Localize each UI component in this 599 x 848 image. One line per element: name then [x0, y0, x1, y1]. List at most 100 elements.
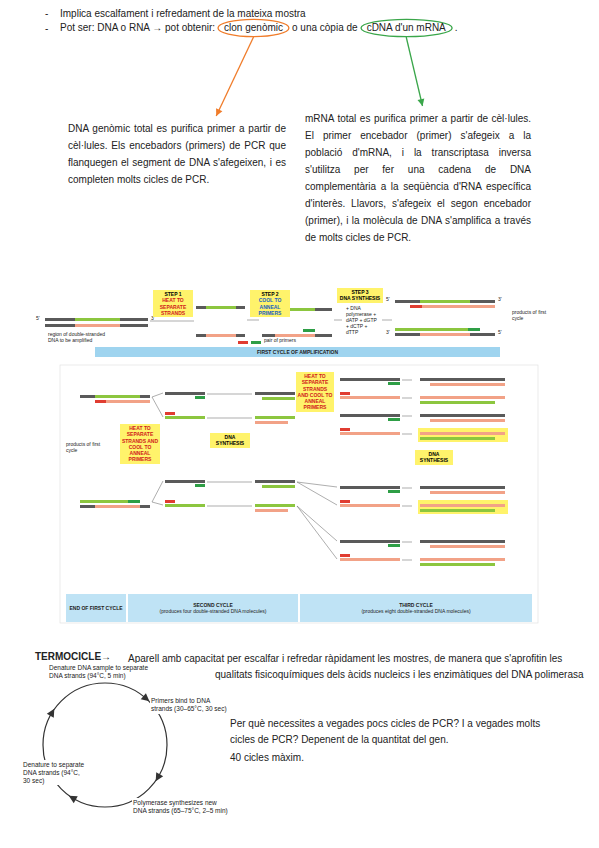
dna-strand — [340, 414, 400, 417]
text-label: pair of primers — [264, 337, 314, 343]
arrow-line — [297, 506, 337, 559]
step-box: STEP 3DNA SYNTHESIS — [337, 288, 383, 303]
dna-strand — [420, 504, 505, 507]
step-box: STEP 2COOL TO ANNEAL PRIMERS — [250, 290, 290, 317]
dna-strand — [303, 329, 315, 332]
dna-strand — [340, 540, 400, 543]
dna-strand — [255, 421, 288, 424]
strand-end-label: 5' — [498, 329, 502, 335]
cycle-arrowheads — [47, 693, 163, 803]
box-text: clon genòmic — [224, 22, 283, 33]
dna-strand — [410, 305, 422, 308]
text-label: . — [455, 22, 458, 34]
arrowhead — [216, 108, 222, 116]
dna-strand — [255, 480, 295, 483]
dna-strand — [195, 396, 205, 399]
dna-strand — [206, 334, 236, 337]
box-text: END OF FIRST CYCLE — [68, 605, 124, 611]
dna-strand — [388, 490, 400, 493]
dna-strand — [420, 333, 470, 336]
arrow-line — [382, 320, 392, 321]
step-box: DNA SYNTHESIS — [415, 450, 453, 465]
cycle-step-label: Primers bind to DNA strands (30–65°C, 30… — [150, 696, 232, 714]
dna-strand — [340, 428, 350, 431]
ellipse-highlight: cDNA d'un mRNA — [361, 20, 452, 36]
dna-strand — [75, 318, 120, 321]
ellipse-stroke — [218, 19, 289, 36]
arrow-line — [207, 482, 252, 483]
arrowhead — [418, 98, 425, 106]
arrow-line — [152, 481, 163, 502]
cycle-band: THIRD CYCLE(produces eight double-strand… — [300, 594, 532, 622]
dna-strand — [420, 378, 505, 381]
box-text: DNA SYNTHESIS — [416, 451, 452, 464]
arrow-line — [297, 482, 337, 505]
text-label: products of first cycle — [512, 309, 552, 321]
paragraph-block: DNA genòmic total es purifica primer a p… — [68, 120, 286, 188]
arrow-line — [402, 506, 412, 507]
dna-strand — [430, 383, 505, 386]
dna-strand — [340, 432, 400, 435]
text-label: Aparell amb capacitat per escalfar i ref… — [128, 651, 590, 683]
text-label: Pot ser: DNA o RNA → pot obtenir: — [60, 22, 215, 34]
cycle-band: SECOND CYCLE(produces four double-strand… — [128, 594, 298, 622]
box-text: DNA genòmic total es purifica primer a p… — [68, 120, 286, 188]
dna-strand — [95, 505, 140, 508]
arrow-line — [152, 393, 163, 397]
dna-strand — [340, 396, 400, 399]
arrow-line — [152, 397, 163, 417]
dna-strand — [195, 484, 205, 487]
arrow-line — [402, 434, 412, 435]
text-label: - — [45, 8, 48, 20]
dna-strand — [468, 328, 480, 331]
dna-strand — [420, 432, 505, 435]
dna-strand — [80, 505, 150, 508]
arrow-line — [297, 482, 337, 487]
text-label: Per què necessites a vegades pocs cicles… — [230, 716, 560, 748]
dna-strand — [128, 500, 140, 503]
box-text: DNA SYNTHESIS — [338, 295, 382, 301]
dna-strand — [255, 509, 288, 512]
box-heading: STEP 2 — [251, 291, 289, 297]
arrow-line — [402, 542, 412, 543]
dna-strand — [395, 333, 495, 336]
ellipse-stroke — [361, 19, 452, 36]
dna-strand — [340, 500, 350, 503]
paragraph-block: mRNA total es purifica primer a partir d… — [305, 110, 531, 246]
dna-strand — [165, 500, 175, 503]
arrow-line — [247, 320, 259, 321]
dna-strand — [206, 306, 236, 309]
dna-strand — [340, 378, 400, 381]
box-text: HEAT TO SEPARATE STRANDS — [154, 297, 192, 316]
box-text: COOL TO ANNEAL PRIMERS — [251, 297, 289, 316]
dna-strand — [196, 306, 245, 309]
box-heading: THIRD CYCLE — [302, 602, 530, 608]
text-label: + DNA polymerase + dATP + dGTP + dCTP + … — [346, 305, 380, 335]
dna-strand — [340, 554, 350, 557]
dna-strand — [255, 416, 295, 419]
dna-strand — [388, 382, 400, 385]
dna-strand — [165, 504, 205, 507]
strand-end-label: 5' — [386, 296, 390, 302]
dna-strand — [262, 334, 332, 337]
dna-strand — [410, 305, 495, 308]
dna-strand — [275, 334, 315, 337]
dna-strand — [430, 491, 505, 494]
text-label: region of double-stranded DNA to be ampl… — [48, 331, 110, 343]
dna-strand — [420, 558, 505, 561]
cycle-arrowhead — [69, 796, 78, 803]
text-label: TERMOCICLE→ — [35, 651, 111, 663]
box-text: (produces eight double-stranded DNA mole… — [302, 608, 530, 614]
dna-strand — [420, 401, 495, 404]
connector — [406, 37, 424, 106]
cycle-arrowhead — [156, 772, 163, 781]
arrow-line — [402, 488, 412, 489]
dna-strand — [340, 504, 400, 507]
arrow-line — [150, 321, 194, 322]
strand-end-label: 3' — [498, 296, 502, 302]
box-text: HEAT TO SEPARATE STRANDS AND COOL TO ANN… — [297, 373, 333, 411]
dna-strands — [45, 300, 508, 566]
box-text: mRNA total es purifica primer a partir d… — [305, 110, 531, 246]
text-line: Pot ser: DNA o RNA → pot obtenir: clon ge… — [60, 20, 458, 36]
dna-strand — [255, 392, 295, 395]
